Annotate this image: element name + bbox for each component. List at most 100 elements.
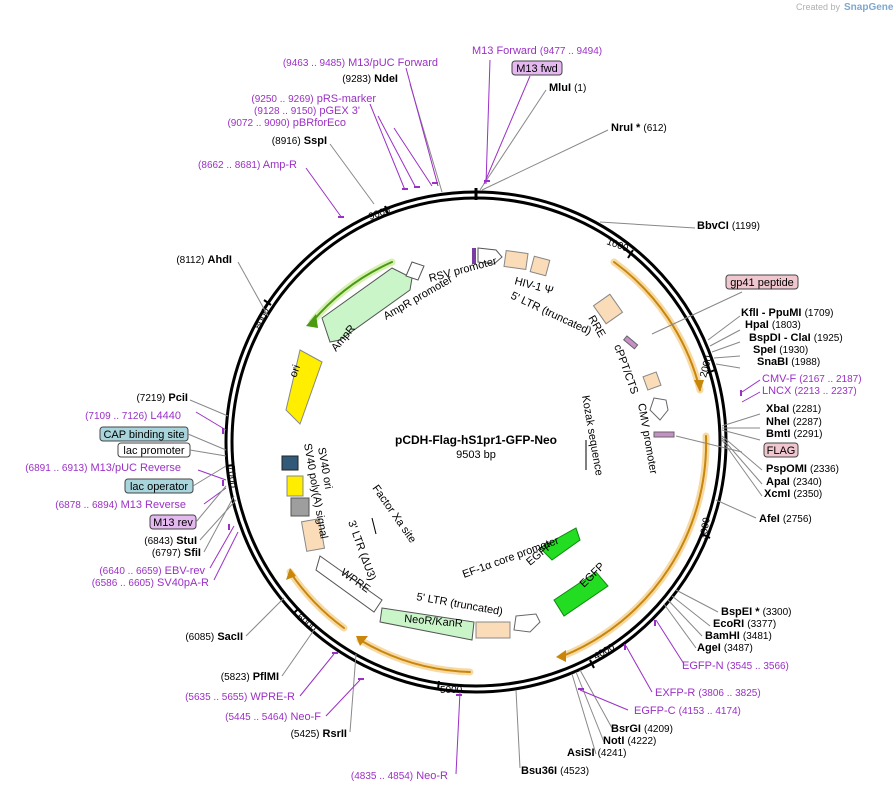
site-xbai: XbaI (2281)	[766, 403, 821, 415]
site-bsu36i: Bsu36I (4523)	[521, 765, 589, 777]
site-spei: SpeI (1930)	[753, 344, 808, 356]
primer-cmv-f: CMV-F (2167 .. 2187)	[762, 373, 862, 385]
site-pflmi: (5823) PflMI	[221, 671, 279, 683]
tick-2000: 2000	[698, 354, 714, 379]
mlui-feature	[472, 248, 476, 264]
svg-text:CAP binding site: CAP binding site	[103, 429, 184, 441]
plasmid-size: 9503 bp	[456, 449, 496, 461]
boxed-lac-promoter: lac promoter	[117, 442, 191, 458]
svg-text:gp41 peptide: gp41 peptide	[730, 277, 794, 289]
primer-neo-r: (4835 .. 4854) Neo-R	[351, 770, 448, 782]
site-mlui: MluI (1)	[549, 82, 586, 94]
site-ahdi: (8112) AhdI	[176, 254, 232, 266]
boxed-cap-binding-site: CAP binding site	[99, 426, 189, 442]
primer-amp-r: (8662 .. 8681) Amp-R	[198, 159, 297, 171]
boxed-lac-operator: lac operator	[124, 478, 194, 494]
primer-neo-f: (5445 .. 5464) Neo-F	[225, 711, 321, 723]
svg-text:M13 rev: M13 rev	[153, 517, 193, 529]
ring-ticks	[225, 205, 716, 690]
site-nrui: NruI * (612)	[611, 122, 667, 134]
site-bmti: BmtI (2291)	[766, 428, 822, 440]
primer-prs-marker: (9250 .. 9269) pRS-marker	[251, 93, 376, 105]
tick-7000: 7000	[225, 465, 238, 489]
site-asisi: AsiSI (4241)	[567, 747, 626, 759]
tick-8000: 8000	[253, 306, 273, 331]
hiv-psi-box	[503, 249, 529, 271]
egfp-arrow-2	[553, 571, 609, 617]
primer-pbrforeco: (9072 .. 9090) pBRforEco	[227, 117, 346, 129]
site-pcii: (7219) PciI	[136, 392, 188, 404]
primer-marks	[222, 180, 742, 696]
site-ecori: EcoRI (3377)	[713, 618, 776, 630]
boxed-flag: FLAG	[763, 442, 799, 458]
cmv-promoter-arrow	[649, 397, 669, 421]
ltr5b-box	[475, 621, 511, 639]
site-stui: (6843) StuI	[144, 535, 197, 547]
lac-operator-box	[281, 455, 299, 471]
gp41-box	[623, 335, 639, 350]
site-bbvci: BbvCI (1199)	[697, 220, 760, 232]
rre-box	[592, 293, 624, 325]
primer-pgex3: (9128 .. 9150) pGEX 3'	[254, 105, 360, 117]
boxed-gp41: gp41 peptide	[725, 274, 799, 290]
orange-arrowhead-2	[556, 650, 566, 662]
neokanr-arrow	[379, 607, 475, 641]
svg-text:M13 fwd: M13 fwd	[516, 63, 558, 75]
site-pspomi: PspOMI (2336)	[766, 463, 839, 475]
leader-lines	[189, 83, 763, 769]
label-cppt: cPPT/CTS	[611, 343, 640, 396]
wpre-box	[315, 555, 383, 613]
boxed-m13-rev: M13 rev	[149, 514, 197, 530]
primer-leader-lines	[195, 59, 761, 775]
label-ltr5b: 5' LTR (truncated)	[415, 591, 503, 618]
flag-box	[653, 431, 675, 438]
tick-3000: 3000	[698, 516, 713, 540]
cppt-box	[642, 371, 662, 391]
orange-arrowhead-4	[286, 568, 296, 580]
site-bamhi: BamHI (3481)	[705, 630, 772, 642]
primer-m13-reverse: (6878 .. 6894) M13 Reverse	[55, 499, 186, 511]
brand-created-by: Created by	[796, 2, 841, 12]
primer-m13-puc-reverse: (6891 .. 6913) M13/pUC Reverse	[25, 462, 181, 474]
site-sfii: (6797) SfiI	[152, 547, 201, 559]
site-bspei: BspEI * (3300)	[721, 606, 791, 618]
boxed-leader-lines	[187, 433, 227, 523]
site-noti: NotI (4222)	[603, 735, 656, 747]
site-agei: AgeI (3487)	[697, 642, 753, 654]
site-sspi: (8916) SspI	[272, 135, 327, 147]
label-kozak: Kozak sequence	[579, 394, 605, 476]
site-xcmi: XcmI (2350)	[764, 488, 822, 500]
site-afei: AfeI (2756)	[759, 513, 812, 525]
label-neokanr: NeoR/KanR	[404, 613, 464, 630]
green-arrowhead	[306, 314, 318, 328]
tick-9000: 9000	[367, 205, 392, 223]
sv40-ori-box	[286, 475, 304, 497]
site-bspdi-clai: BspDI - ClaI (1925)	[749, 332, 843, 344]
label-ori: ori	[288, 363, 303, 379]
primer-m13-forward: M13 Forward (9477 .. 9494)	[472, 45, 602, 57]
svg-text:FLAG: FLAG	[767, 445, 796, 457]
site-apai: ApaI (2340)	[766, 476, 822, 488]
tick-5000: 5000	[440, 685, 463, 696]
rsv-promoter-arrow	[477, 247, 503, 265]
site-rsrii: (5425) RsrII	[291, 728, 347, 740]
orange-arrowhead-3	[356, 636, 368, 646]
site-nhei: NheI (2287)	[766, 416, 822, 428]
inner-features	[281, 247, 675, 641]
boxed-m13-fwd: M13 fwd	[511, 60, 563, 76]
brand-name: SnapGene	[844, 2, 894, 13]
factorxa-mark	[371, 517, 377, 535]
site-sacii: (6085) SacII	[185, 631, 243, 643]
svg-text:lac promoter: lac promoter	[123, 445, 184, 457]
primer-wpre-r: (5635 .. 5655) WPRE-R	[185, 691, 295, 703]
svg-text:lac operator: lac operator	[130, 481, 188, 493]
ampr-arrow	[321, 267, 413, 343]
ori-arrow	[285, 349, 323, 425]
label-factorxa: Factor Xa site	[370, 483, 419, 545]
primer-ebv-rev: (6640 .. 6659) EBV-rev	[99, 565, 205, 577]
site-hpai: HpaI (1803)	[745, 319, 801, 331]
label-ltr5: 5' LTR (truncated)	[509, 290, 593, 338]
ampr-promoter-arrow	[405, 261, 425, 281]
primer-m13-puc-forward: (9463 .. 9485) M13/pUC Forward	[283, 57, 438, 69]
